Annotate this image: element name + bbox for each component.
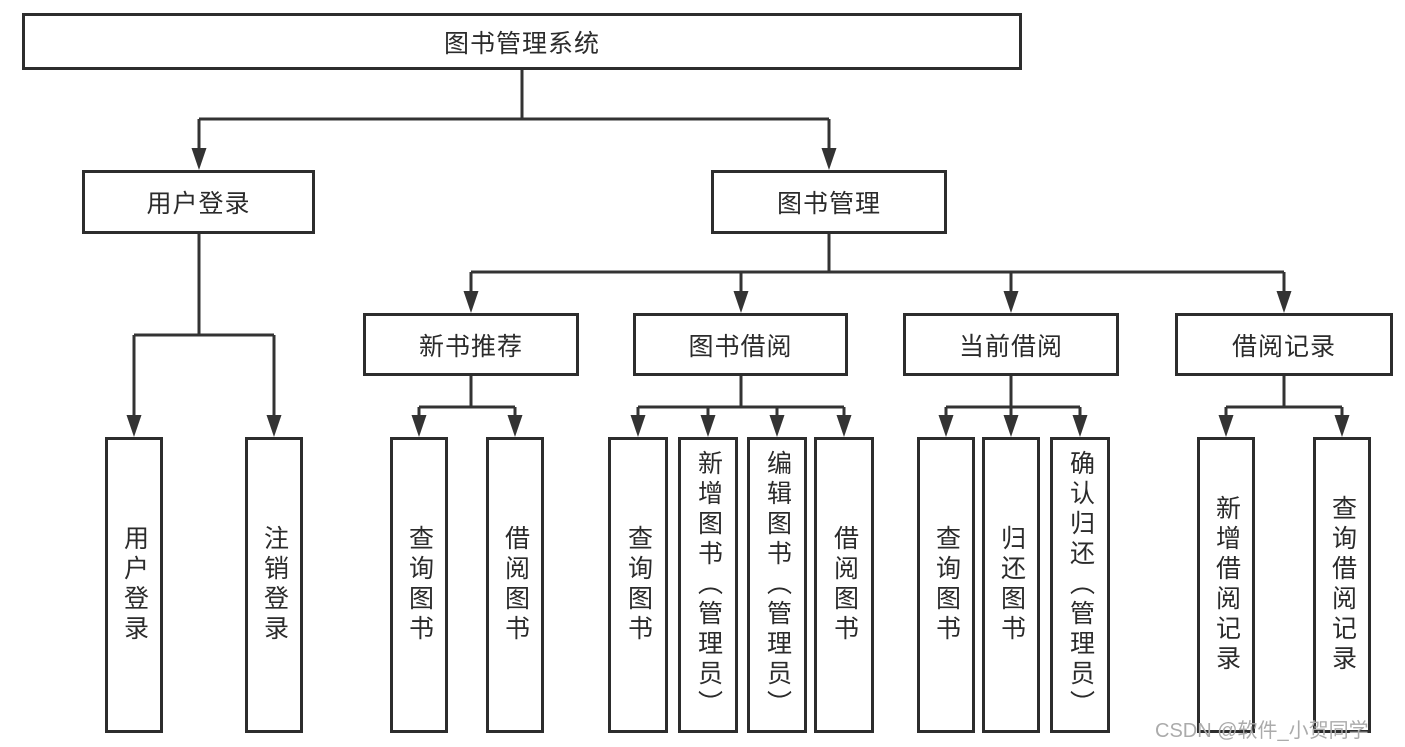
node-book-management: 图书管理 (711, 170, 947, 234)
leaf-current-return-books: 归还图书 (982, 437, 1040, 733)
node-label: 图书借阅 (688, 332, 793, 361)
node-new-book-recommend: 新书推荐 (363, 313, 579, 376)
node-user-login: 用户登录 (82, 170, 315, 234)
leaf-current-query-books: 查询图书 (917, 437, 975, 733)
node-label: 用户登录 (146, 190, 251, 218)
leaf-logout: 注销登录 (245, 437, 303, 733)
node-label: 借阅图书 (501, 525, 530, 645)
node-label: 查询图书 (932, 525, 961, 645)
node-label: 借阅记录 (1231, 332, 1336, 361)
leaf-records-query-record: 查询借阅记录 (1313, 437, 1371, 733)
node-label: 用户登录 (120, 525, 149, 645)
node-label: 借阅图书 (830, 525, 859, 645)
node-label: 新增借阅记录 (1212, 495, 1241, 675)
leaf-borrow-query-books: 查询图书 (608, 437, 668, 733)
leaf-borrow-edit-books-admin: 编辑图书（管理员） (747, 437, 807, 733)
node-label: 确认归还（管理员） (1066, 450, 1095, 720)
node-label: 图书管理系统 (443, 29, 600, 58)
node-current-borrowing: 当前借阅 (903, 313, 1119, 376)
leaf-records-add-record: 新增借阅记录 (1197, 437, 1255, 733)
node-label: 当前借阅 (958, 332, 1063, 361)
node-library-management-system: 图书管理系统 (22, 13, 1022, 70)
node-borrowing-records: 借阅记录 (1175, 313, 1393, 376)
node-label: 新增图书（管理员） (694, 450, 723, 720)
node-book-borrowing: 图书借阅 (633, 313, 848, 376)
node-label: 编辑图书（管理员） (763, 450, 792, 720)
watermark: CSDN @软件_小贺同学 (1155, 720, 1369, 742)
node-label: 查询图书 (624, 525, 653, 645)
node-label: 归还图书 (997, 525, 1026, 645)
node-label: 新书推荐 (418, 332, 523, 361)
leaf-borrow-add-books-admin: 新增图书（管理员） (678, 437, 738, 733)
node-label: 查询借阅记录 (1328, 495, 1357, 675)
leaf-user-login: 用户登录 (105, 437, 163, 733)
leaf-newbook-query-books: 查询图书 (390, 437, 448, 733)
node-label: 查询图书 (405, 525, 434, 645)
leaf-current-confirm-return-admin: 确认归还（管理员） (1050, 437, 1110, 733)
leaf-borrow-borrow-books: 借阅图书 (814, 437, 874, 733)
node-label: 图书管理 (776, 190, 881, 218)
leaf-newbook-borrow-books: 借阅图书 (486, 437, 544, 733)
node-label: 注销登录 (260, 525, 289, 645)
